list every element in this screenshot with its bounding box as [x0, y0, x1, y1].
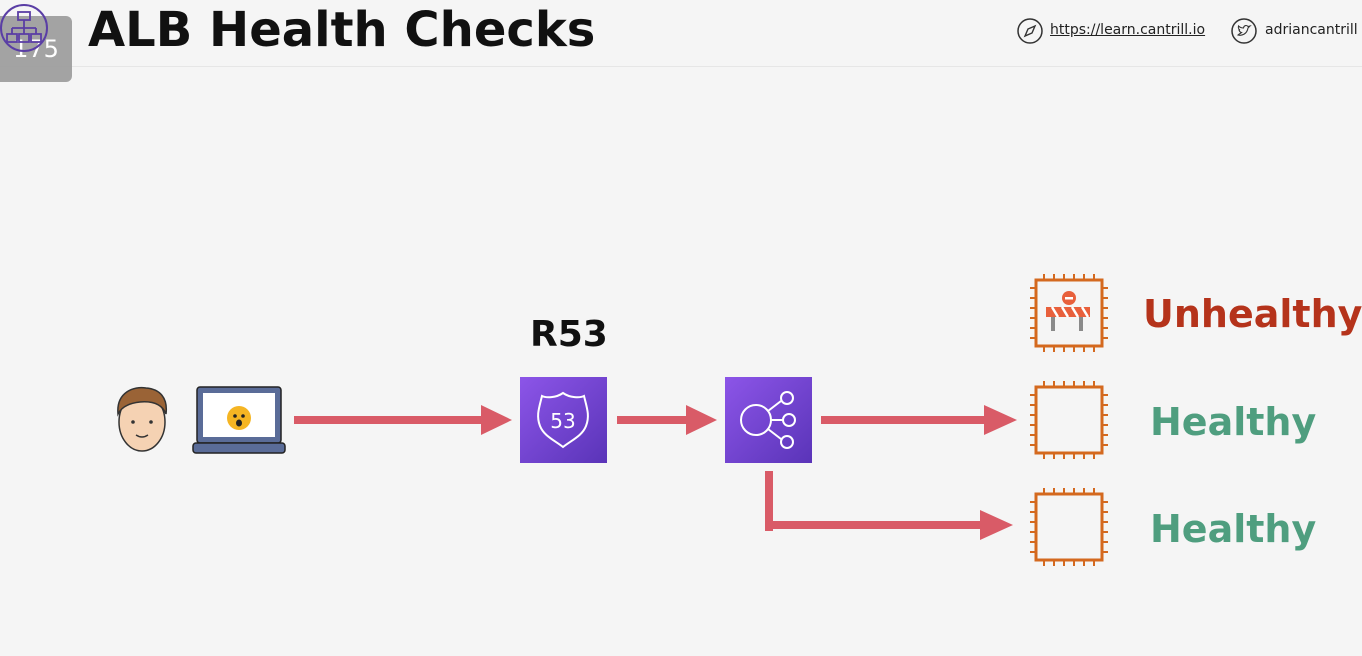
twitter-icon: [1231, 18, 1257, 44]
user-avatar-icon: [117, 386, 168, 452]
ec2-instance-icon: [1030, 381, 1108, 459]
r53-shield-number: 53: [550, 409, 575, 433]
slide-title: ALB Health Checks: [88, 2, 596, 58]
compass-icon: [1017, 18, 1043, 44]
ec2-instance-icon: [1030, 274, 1108, 352]
arrow-alb-to-target-3: [765, 471, 773, 531]
ec2-instance-icon: [1030, 488, 1108, 566]
load-balancer-logo-icon: [0, 4, 48, 52]
flow-arrows: [294, 405, 1017, 540]
route53-icon: 53: [520, 377, 607, 463]
arrow-alb-to-target-2: [821, 416, 987, 424]
target-1-status: Unhealthy: [1143, 292, 1362, 336]
slide-header: [0, 0, 1362, 67]
load-balancer-icon: [725, 377, 812, 463]
slide-number-badge: 175: [0, 16, 72, 82]
slide-number: 175: [13, 35, 59, 63]
arrow-user-to-r53: [294, 416, 484, 424]
learn-url-link[interactable]: https://learn.cantrill.io: [1050, 22, 1206, 38]
cat-emoji-icon: [227, 406, 251, 430]
twitter-handle[interactable]: adriancantrill: [1265, 22, 1358, 38]
target-3-status: Healthy: [1150, 507, 1317, 551]
laptop-icon: [192, 386, 286, 454]
maintenance-barrier-icon: [1046, 291, 1090, 331]
arrow-r53-to-alb: [617, 416, 689, 424]
target-2-status: Healthy: [1150, 400, 1317, 444]
r53-label: R53: [530, 314, 608, 355]
